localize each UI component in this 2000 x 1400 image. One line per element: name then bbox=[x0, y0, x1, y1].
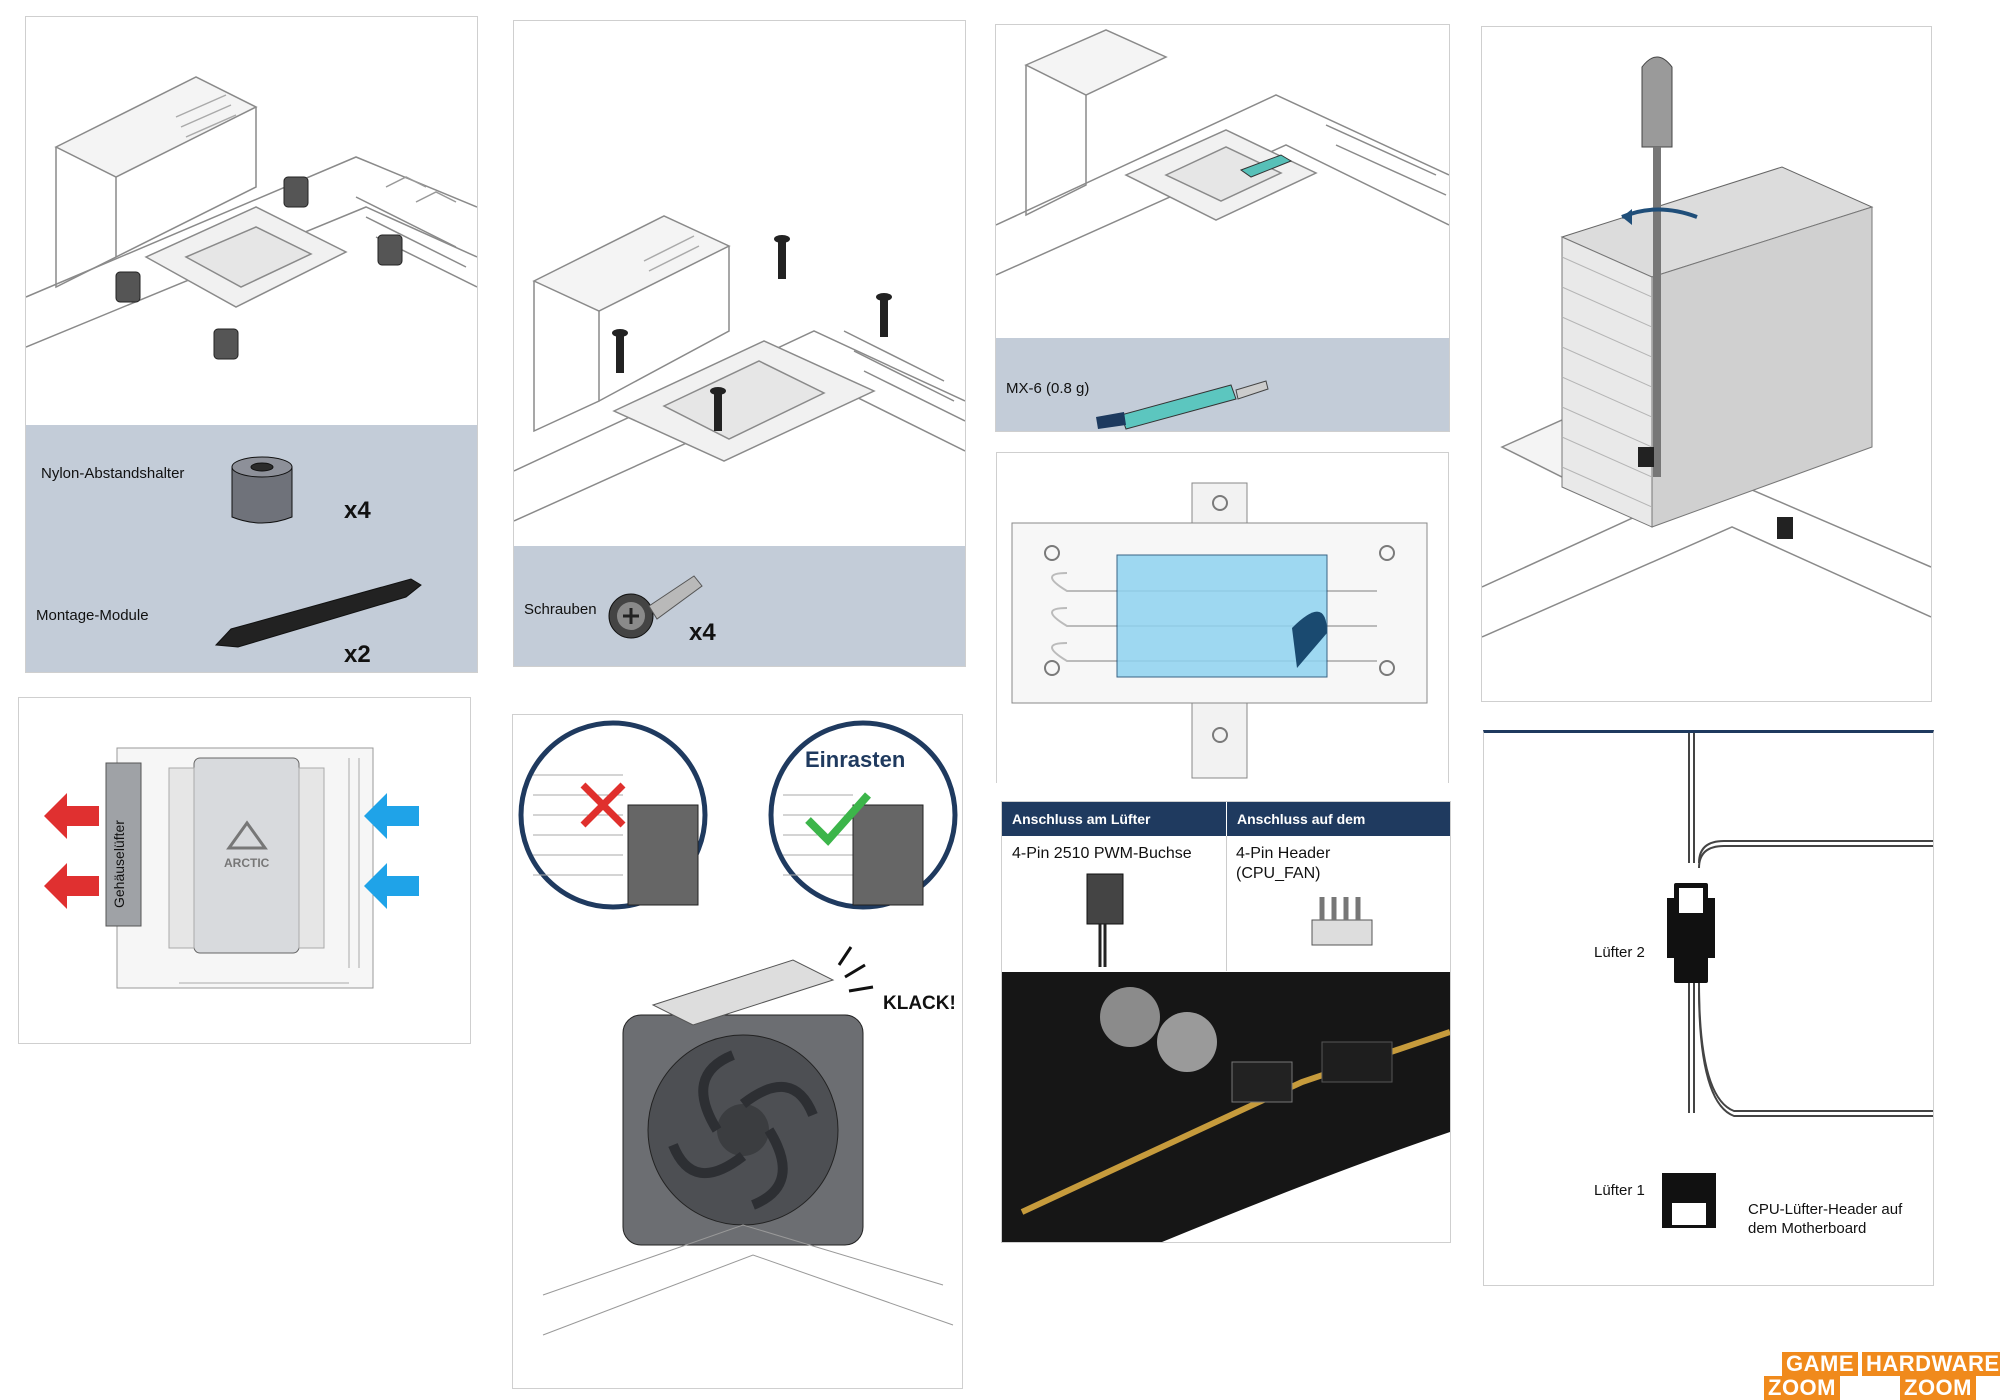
wrong-mark-icon bbox=[580, 782, 626, 828]
parts-band bbox=[26, 425, 477, 672]
panel-thermal-paste: MX-6 (0.8 g) bbox=[995, 24, 1450, 432]
intake-arrow bbox=[364, 793, 419, 909]
board-connector-value-2: (CPU_FAN) bbox=[1236, 865, 1321, 882]
snap-label: Einrasten bbox=[805, 747, 906, 772]
paste-application-illustration bbox=[996, 29, 1449, 276]
spacer-qty: x4 bbox=[344, 497, 371, 524]
airflow-diagram bbox=[44, 747, 419, 989]
panel-heatsink-mounting bbox=[1481, 26, 1932, 702]
fan-connector-value: 4-Pin 2510 PWM-Buchse bbox=[1012, 845, 1192, 862]
parts-band bbox=[514, 546, 965, 666]
screwdriver-icon bbox=[1641, 56, 1673, 148]
module-qty: x2 bbox=[344, 641, 371, 668]
panel-standoffs: Nylon-Abstandshalter x4 Montage-Module x… bbox=[25, 16, 478, 673]
paste-label: MX-6 (0.8 g) bbox=[1006, 380, 1090, 397]
paste-spread-illustration bbox=[1011, 482, 1428, 779]
y-cable-diagram bbox=[1662, 733, 1933, 1228]
screw-label: Schrauben bbox=[524, 601, 597, 618]
fan1-label: Lüfter 1 bbox=[1594, 1182, 1645, 1199]
module-label: Montage-Module bbox=[36, 607, 149, 624]
table-header-board: Anschluss auf dem Motherboard bbox=[1227, 802, 1450, 861]
heatsink-screwdriver-illustration bbox=[1482, 56, 1931, 638]
panel-connector: Anschluss am Lüfter Anschluss auf dem Mo… bbox=[1001, 801, 1451, 1243]
exhaust-arrow bbox=[44, 793, 99, 909]
case-fan-label: Gehäuselüfter bbox=[111, 820, 127, 908]
spacer-label: Nylon-Abstandshalter bbox=[41, 465, 185, 482]
panel-fan-wiring: Lüfter 2 Lüfter 1 CPU-Lüfter-Header auf … bbox=[1483, 730, 1934, 1286]
fan-clip-illustration bbox=[518, 720, 958, 1336]
table-header-fan: Anschluss am Lüfter bbox=[1002, 802, 1226, 836]
brand-label: ARCTIC bbox=[224, 856, 270, 870]
panel-screws: Schrauben x4 bbox=[513, 20, 966, 667]
click-label: KLACK! bbox=[883, 993, 956, 1014]
connector-photo bbox=[1002, 873, 1450, 1242]
gamezoom-logo: GAME ZOOM bbox=[1764, 1352, 1858, 1400]
check-mark-icon bbox=[805, 792, 871, 846]
motherboard-screw-illustration bbox=[514, 215, 965, 522]
panel-fan-direction: Gehäuselüfter ARCTIC bbox=[18, 697, 471, 1044]
header-label-2: dem Motherboard bbox=[1748, 1220, 1867, 1237]
heatsink-fins bbox=[1560, 166, 1874, 528]
hardwarezoom-logo: HARDWARE ZOOM bbox=[1862, 1352, 2000, 1400]
fan2-label: Lüfter 2 bbox=[1594, 944, 1645, 961]
screw-qty: x4 bbox=[689, 619, 716, 646]
spacer-on-board bbox=[115, 176, 403, 360]
cooler-fan bbox=[622, 1014, 864, 1246]
panel-paste-spread bbox=[996, 452, 1449, 783]
pin-header-icon bbox=[1311, 897, 1373, 946]
header-label: CPU-Lüfter-Header auf bbox=[1748, 1201, 1903, 1218]
paste-area bbox=[1116, 554, 1328, 678]
panel-fan-clip: Einrasten KLACK! bbox=[512, 714, 963, 1389]
board-connector-value: 4-Pin Header bbox=[1236, 845, 1331, 862]
